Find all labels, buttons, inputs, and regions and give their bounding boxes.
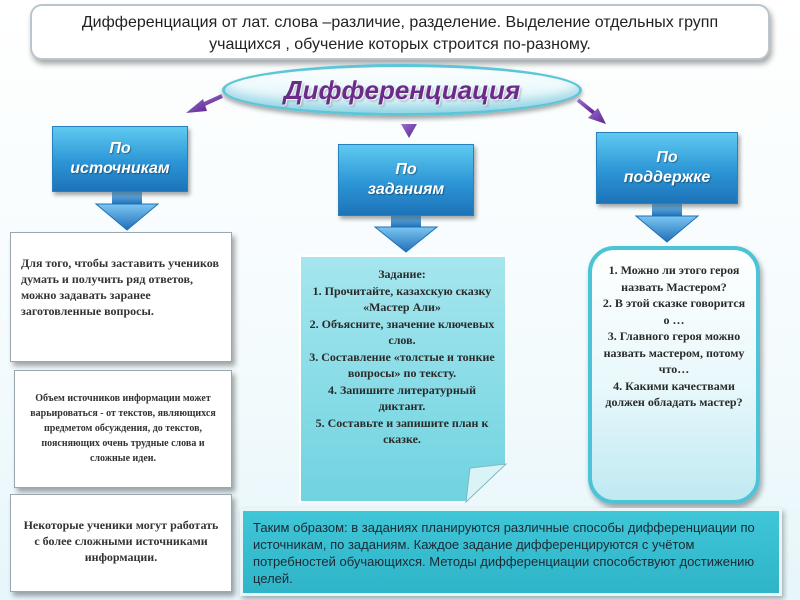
category-tasks-label: По заданиям (367, 161, 445, 198)
category-sources-label: По источникам (70, 140, 170, 177)
support-box: 1. Можно ли этого героя назвать Мастером… (588, 246, 760, 504)
central-title-ellipse: Дифференциация (222, 64, 582, 116)
arrow-to-support (576, 98, 606, 124)
category-support-label: По поддержке (623, 149, 711, 186)
tasks-box-shape (299, 255, 508, 504)
down-arrow-tasks (373, 215, 439, 253)
support-line: 3. Главного героя можно назвать мастером… (603, 329, 745, 376)
sources-box-advanced: Некоторые ученики могут работать с более… (10, 494, 232, 592)
sources-box-advanced-text: Некоторые ученики могут работать с более… (23, 518, 219, 564)
arrow-to-sources (186, 94, 223, 113)
sources-box-questions: Для того, чтобы заставить учеников думат… (10, 232, 232, 362)
sources-box-volume: Объем источников информации может варьир… (14, 370, 232, 488)
category-support: По поддержке (596, 132, 738, 204)
conclusion-text: Таким образом: в заданиях планируются ра… (253, 520, 755, 586)
arrow-to-tasks (401, 116, 417, 138)
definition-box: Дифференциация от лат. слова –различие, … (30, 4, 770, 60)
category-sources: По источникам (52, 126, 188, 192)
tasks-line: 4. Запишите литературный диктант. (327, 382, 477, 414)
down-arrow-sources (94, 192, 160, 231)
tasks-line: 2. Объясните, значение ключевых слов. (309, 316, 495, 348)
central-title: Дифференциация (283, 74, 521, 105)
tasks-box: Задание: 1. Прочитайте, казахскую сказку… (298, 254, 508, 504)
tasks-line: 3. Составление «толстые и тонкие вопросы… (309, 349, 495, 381)
support-line: 1. Можно ли этого героя назвать Мастером… (608, 263, 740, 294)
tasks-line: Задание: (378, 267, 426, 281)
support-line: 2. В этой сказке говорится о … (602, 296, 746, 327)
down-arrow-support (634, 204, 700, 243)
tasks-line: 1. Прочитайте, казахскую сказку «Мастер … (312, 283, 492, 315)
support-box-content: 1. Можно ли этого героя назвать Мастером… (600, 262, 748, 411)
tasks-box-content: Задание: 1. Прочитайте, казахскую сказку… (306, 266, 498, 448)
support-line: 4. Какими качествами должен обладать мас… (605, 378, 743, 410)
tasks-line: 5. Составьте и запишите план к сказке. (315, 415, 489, 447)
category-tasks: По заданиям (338, 144, 474, 216)
conclusion-box: Таким образом: в заданиях планируются ра… (240, 508, 782, 596)
sources-box-questions-text: Для того, чтобы заставить учеников думат… (21, 256, 219, 318)
sources-box-volume-text: Объем источников информации может варьир… (30, 393, 216, 464)
definition-text: Дифференциация от лат. слова –различие, … (81, 14, 719, 53)
